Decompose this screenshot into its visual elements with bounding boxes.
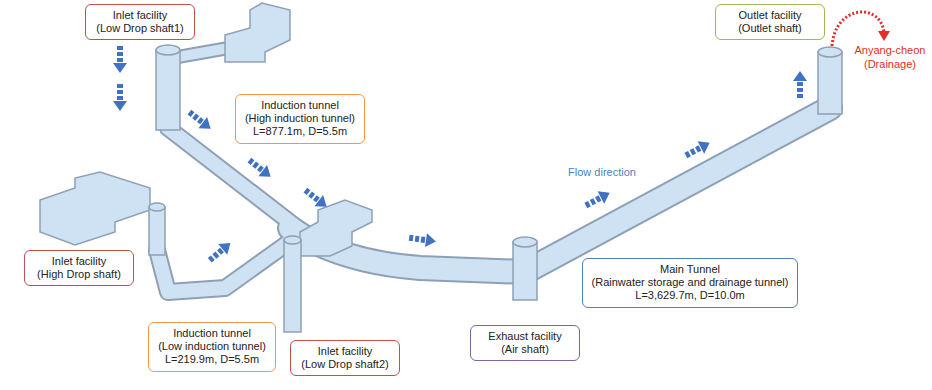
callout-box: Inlet facility(Low Drop shaft2) xyxy=(290,340,400,376)
shaft-top xyxy=(156,45,180,55)
flow-arrow xyxy=(793,71,807,98)
inlet-structure xyxy=(40,172,150,245)
river-label: Anyang-cheon xyxy=(855,44,926,57)
box-text: Inlet facility xyxy=(95,9,185,22)
callout-box: Exhaust facility(Air shaft) xyxy=(470,325,580,361)
shaft-top xyxy=(513,237,537,247)
box-text: Inlet facility xyxy=(300,345,390,358)
box-text: (Air shaft) xyxy=(480,343,570,356)
box-text: Inlet facility xyxy=(34,255,124,268)
box-text: (High induction tunnel) xyxy=(245,112,355,125)
callout-box: Main Tunnel(Rainwater storage and draina… xyxy=(582,258,799,308)
inlet-structure xyxy=(300,200,372,256)
air-shaft xyxy=(513,242,537,300)
box-text: L=877.1m, D=5.5m xyxy=(245,125,355,138)
flow-arrow xyxy=(113,46,127,73)
flow-arrow xyxy=(408,231,437,249)
inlet-structure xyxy=(225,3,290,62)
river-label: (Drainage) xyxy=(864,58,916,71)
drop-shaft xyxy=(156,50,180,130)
callout-box: Induction tunnel(High induction tunnel)L… xyxy=(235,94,365,144)
outlet-shaft xyxy=(818,52,842,114)
box-text: (Low induction tunnel) xyxy=(158,340,266,353)
box-text: (Low Drop shaft2) xyxy=(300,358,390,371)
drainage-arrow xyxy=(832,12,884,46)
box-text: L=3,629.7m, D=10.0m xyxy=(592,289,789,302)
shaft-top xyxy=(149,203,165,211)
flow-arrow xyxy=(583,187,613,212)
flow-arrow xyxy=(683,137,713,162)
drop-shaft xyxy=(149,207,165,255)
box-text: (High Drop shaft) xyxy=(34,268,124,281)
callout-box: Inlet facility(Low Drop shaft1) xyxy=(85,4,195,40)
callout-box: Inlet facility(High Drop shaft) xyxy=(24,250,134,286)
callout-box: Induction tunnel(Low induction tunnel)L=… xyxy=(148,322,276,372)
flow-label: Flow direction xyxy=(568,166,636,179)
shaft-top xyxy=(818,47,842,57)
drop-shaft xyxy=(284,240,301,332)
box-text: (Outlet shaft) xyxy=(725,22,815,35)
flow-arrow xyxy=(205,238,235,266)
box-text: (Rainwater storage and drainage tunnel) xyxy=(592,276,789,289)
flow-arrow xyxy=(245,155,275,183)
callout-box: Outlet facility(Outlet shaft) xyxy=(715,4,825,40)
box-text: Induction tunnel xyxy=(245,99,355,112)
flow-arrow xyxy=(113,84,127,111)
box-text: Outlet facility xyxy=(725,9,815,22)
box-text: Main Tunnel xyxy=(592,263,789,276)
flow-arrow xyxy=(185,107,215,135)
box-text: L=219.9m, D=5.5m xyxy=(158,353,266,366)
box-text: (Low Drop shaft1) xyxy=(95,22,185,35)
flow-arrow xyxy=(301,185,331,213)
shaft-top xyxy=(284,236,301,244)
main-tunnel xyxy=(290,108,830,272)
box-text: Induction tunnel xyxy=(158,327,266,340)
box-text: Exhaust facility xyxy=(480,330,570,343)
drainage-arrowhead xyxy=(878,31,890,41)
main-tunnel-fill xyxy=(290,108,830,272)
